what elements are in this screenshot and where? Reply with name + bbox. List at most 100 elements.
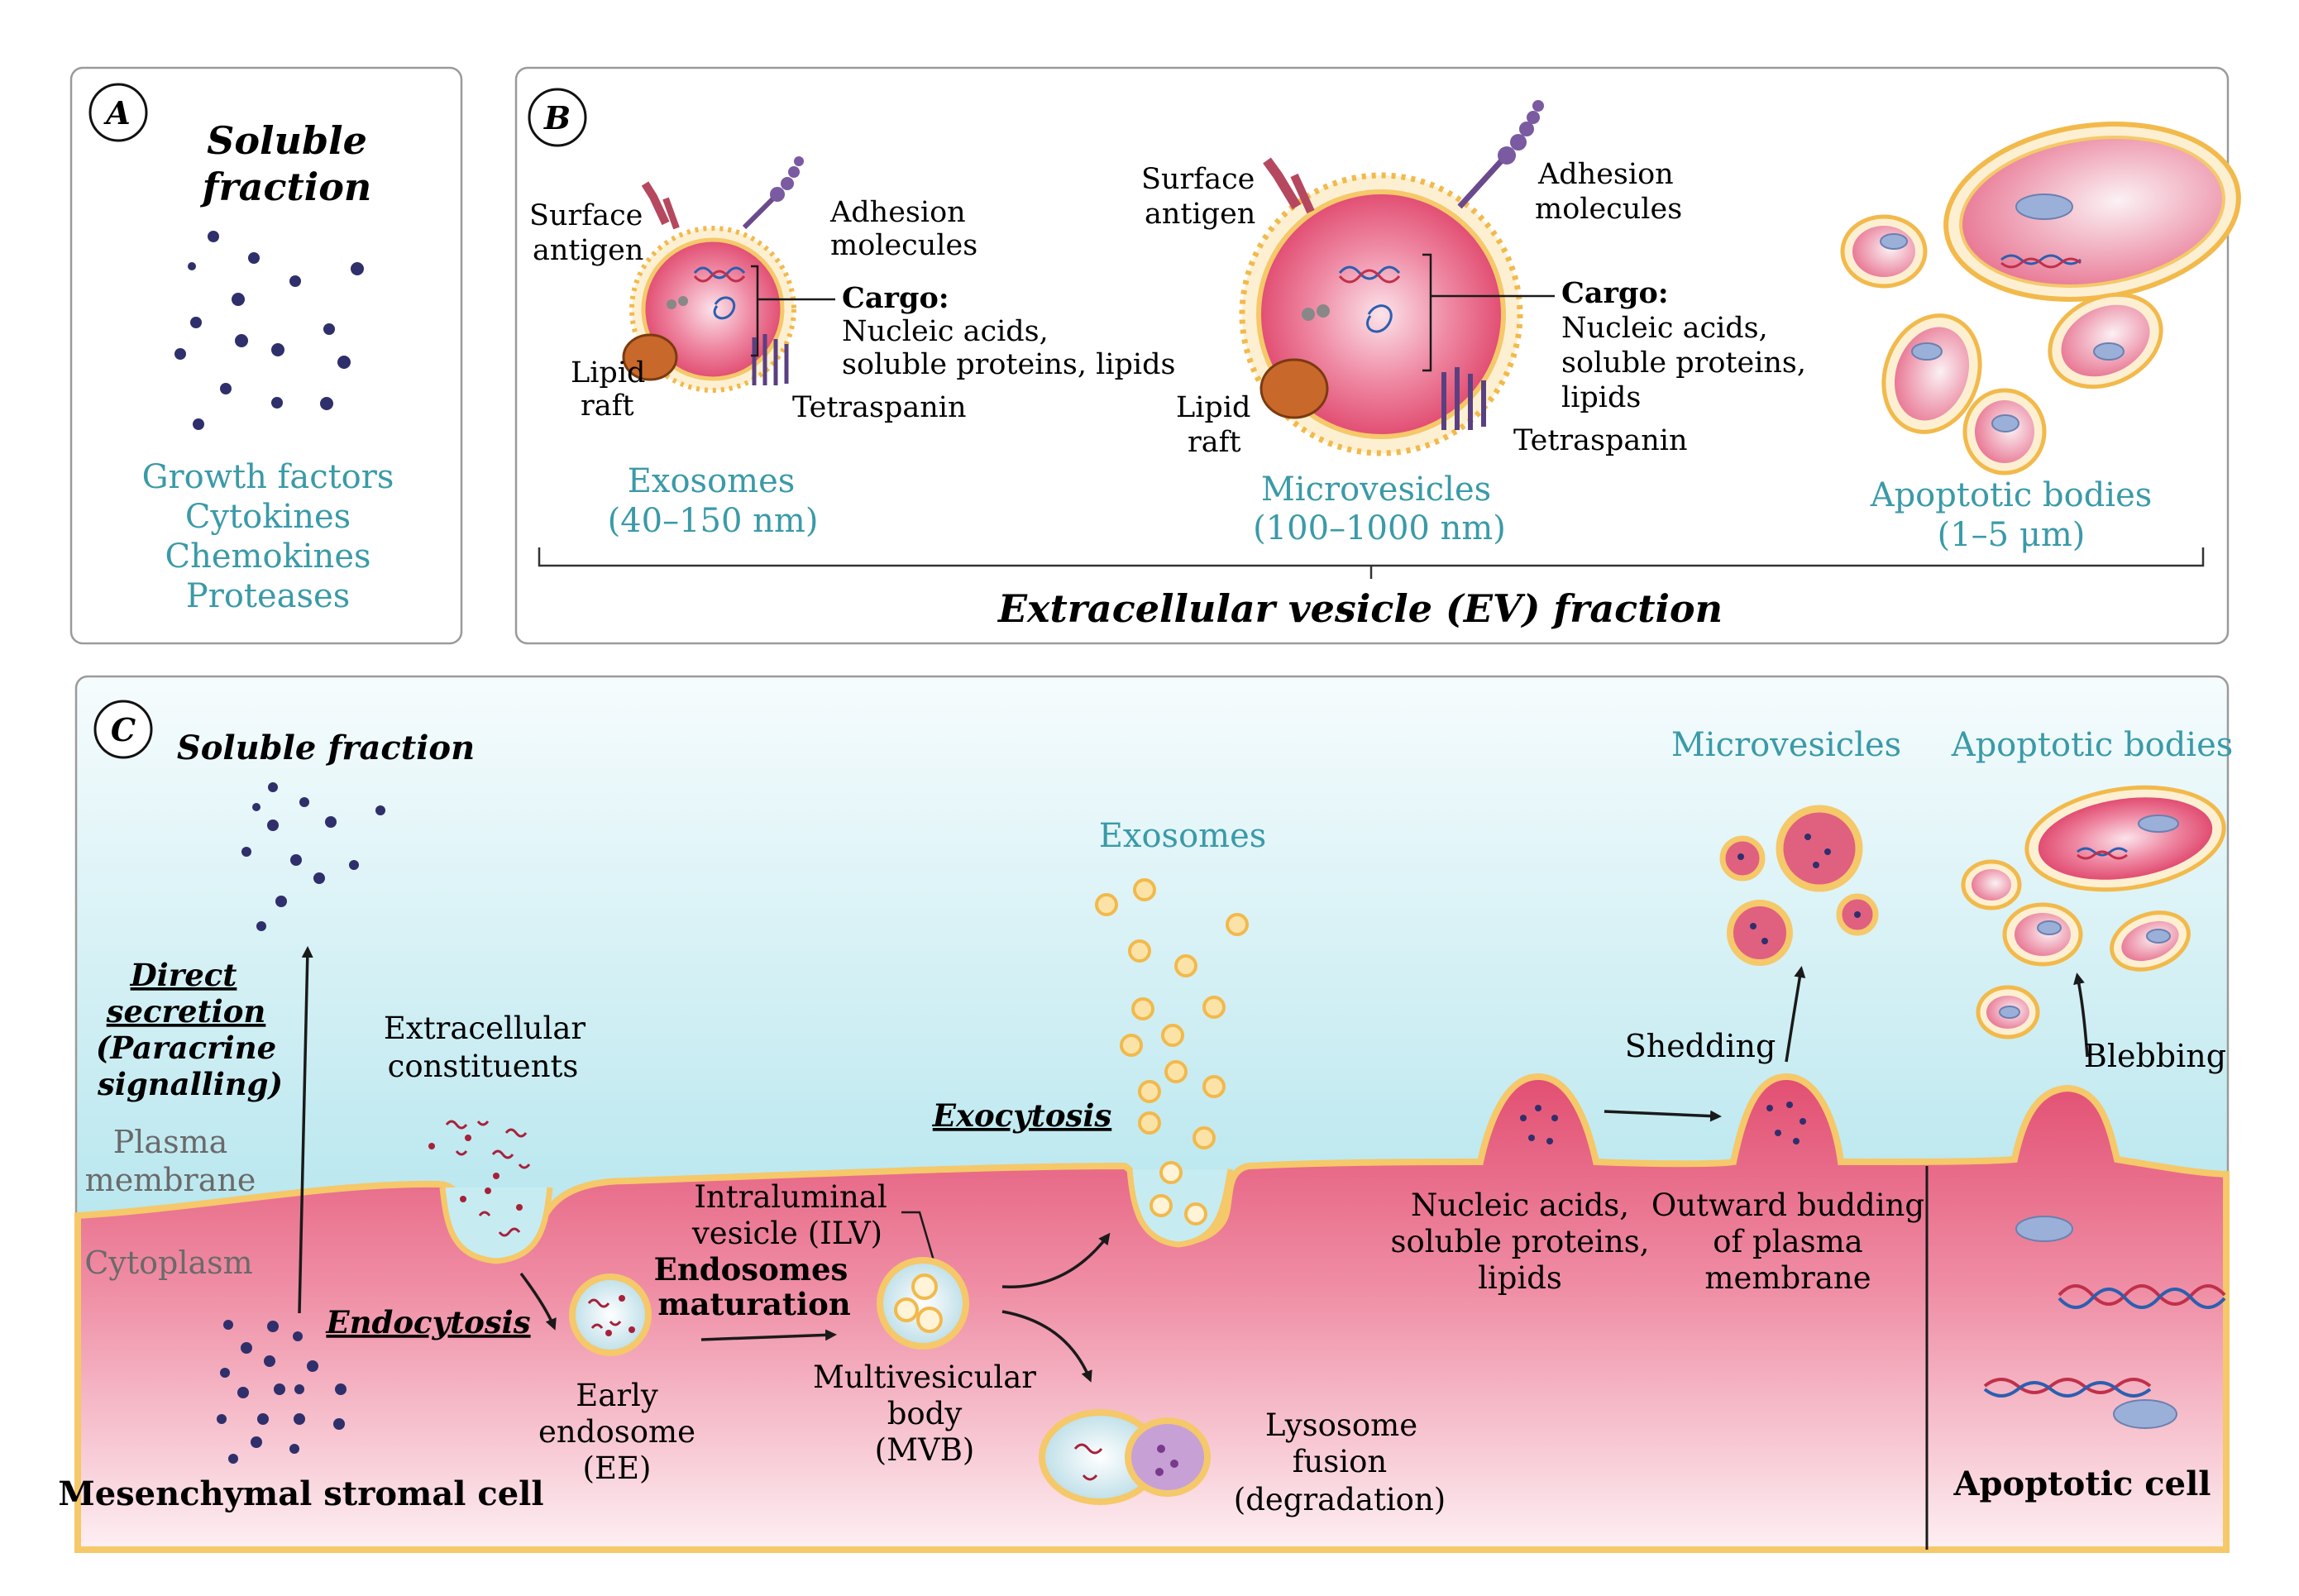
mv-adhesion-2: molecules [1535,193,1682,226]
extracellular-2: constituents [388,1049,579,1084]
apoptotic-bodies-cluster [1840,122,2241,475]
lysosome-fusion-icon [1039,1409,1211,1505]
exo-cargo-2: soluble proteins, lipids [842,348,1176,381]
maturation-arrow [700,1329,837,1341]
direct-line4: signalling) [97,1066,283,1102]
released-apoptotic-bodies [1961,785,2226,1039]
mv-lipid-1: Lipid [1176,391,1250,424]
tetraspanin-icon [752,334,789,385]
mvb-1: Multivesicular [813,1359,1036,1395]
soluble-item-chemokines: Chemokines [165,538,370,576]
mv-adhesion-molecule-icon [1457,159,1503,209]
outward-1: Outward budding [1651,1187,1924,1223]
soluble-dots-a [174,231,364,430]
exo-tetraspanin: Tetraspanin [792,391,967,424]
mv-tetraspanin: Tetraspanin [1513,424,1688,457]
bud-cargo-2 [1766,1101,1806,1144]
exo-cargo-1: Nucleic acids, [842,315,1049,348]
mv-cargo-2: soluble proteins, [1561,346,1806,380]
panel-c: C Soluble fraction Direct secretion (Par… [58,675,2233,1553]
mvb-3: (MVB) [875,1432,975,1468]
apoptotic-cell-contents [1983,1216,2226,1429]
panel-a: A Soluble fraction Growth factors Cytoki… [69,66,463,645]
microvesicle-diagram [1239,100,1555,456]
exo-adhesion-2: molecules [830,229,977,262]
ilv-1: Intraluminal [694,1179,887,1215]
fragmented-dna-icon [2058,1284,2226,1306]
exo-lipid-2: raft [581,389,634,423]
mv-cargo-title: Cargo: [1561,276,1669,310]
exocytosis-pit [1126,1168,1234,1248]
panel-a-letter-circle [88,83,148,142]
apoptotic-bodies-name: Apoptotic bodies [1870,476,2153,514]
plasma-membrane-2: membrane [85,1162,256,1198]
cargo-bracket [751,265,759,357]
panel-b: B Surface antigen Adhesion molecules Car… [514,66,2241,645]
lysosome-3: (degradation) [1234,1482,1446,1517]
mv-cargo-1: Nucleic acids, [1561,312,1768,345]
protein-icon [713,296,735,320]
released-exosomes [1095,878,1249,1149]
ev-fraction-label: Extracellular vesicle (EV) fraction [997,586,1723,631]
outward-2: of plasma [1713,1224,1862,1259]
exo-adhesion-1: Adhesion [829,196,966,229]
lipid-raft-icon [622,333,678,381]
lysosome-1: Lysosome [1265,1407,1417,1443]
shed-microvesicles [1719,805,1879,966]
msc-label: Mesenchymal stromal cell [58,1474,543,1513]
direct-secretion-arrow [298,946,313,1314]
exocytosis-arrow [1001,1232,1111,1288]
early-endosome-2: endosome [538,1414,695,1450]
exocytosis-label: Exocytosis [932,1097,1112,1134]
exocytosis-vesicles-in-pit [1150,1161,1207,1226]
mv-lipid-raft-icon [1259,358,1329,419]
panel-a-title-line1: Soluble [207,118,367,163]
apoptotic-mitochondrion-icon [2015,1216,2073,1242]
ilv-leader-line [901,1211,941,1281]
mv-surface-antigen-icon [1263,157,1302,210]
endocytosis-label: Endocytosis [325,1304,530,1340]
maturation-1: Endosomes [654,1251,848,1288]
lysosome-arrow [1001,1310,1092,1383]
mv-adhesion-1: Adhesion [1537,158,1674,191]
mv-lipid-2: raft [1188,426,1241,459]
exo-cargo-title: Cargo: [842,281,949,315]
blebbing-label: Blebbing [2084,1038,2226,1074]
direct-line2: secretion [106,993,266,1030]
bud-cargo-1 [1520,1105,1558,1144]
nucleic-2: soluble proteins, [1391,1224,1650,1259]
outward-3: membrane [1704,1260,1871,1296]
panel-b-letter: B [543,99,571,136]
c-soluble-fraction: Soluble fraction [177,729,475,767]
maturation-2: maturation [657,1286,850,1322]
lysosome-2: fusion [1293,1444,1387,1479]
ilv-2: vesicle (ILV) [691,1216,882,1251]
mv-surface-antigen-1: Surface [1141,163,1255,196]
dna-icon [693,266,746,280]
apoptotic-cell-label: Apoptotic cell [1953,1465,2211,1503]
microvesicles-size: (100–1000 nm) [1253,509,1506,547]
multivesicular-body [877,1257,969,1350]
adhesion-molecule-icon [742,196,776,230]
mitochondria-icon [1880,194,2125,432]
exosomes-name: Exosomes [628,462,796,500]
nucleic-3: lipids [1478,1260,1562,1296]
panel-a-frame [69,66,463,645]
early-endosome-1: Early [576,1378,658,1413]
c-microvesicles-label: Microvesicles [1671,726,1901,764]
surface-antigen-icon [641,181,670,226]
budding-arrow [1604,1110,1722,1122]
shedding-arrow [1785,966,1806,1063]
mv-cargo-bracket [1422,253,1432,372]
direct-line1: Direct [130,957,237,993]
early-endosome [569,1273,652,1356]
mv-tetraspanin-icon [1441,367,1486,430]
mv-cargo-3: lipids [1561,381,1641,414]
panel-b-letter-circle [528,88,587,147]
cytoplasm-dots [217,1320,347,1464]
extracellular-1: Extracellular [384,1011,586,1046]
c-exosomes-label: Exosomes [1099,817,1267,855]
cytoplasm-label: Cytoplasm [84,1245,252,1281]
panel-a-letter: A [103,94,130,131]
